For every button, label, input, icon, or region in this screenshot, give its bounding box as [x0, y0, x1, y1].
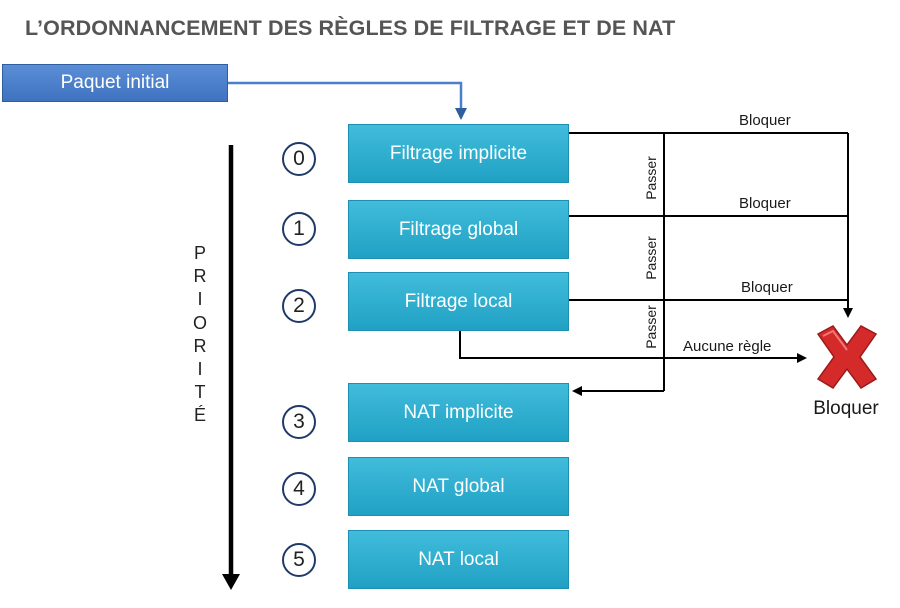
diagram-title: L’ORDONNANCEMENT DES RÈGLES DE FILTRAGE …	[25, 16, 676, 40]
stage-label: NAT local	[418, 548, 499, 570]
priority-letter: I	[197, 289, 203, 310]
step-number-5: 5	[282, 543, 316, 577]
step-number-0: 0	[282, 142, 316, 176]
initial-packet-box: Paquet initial	[2, 64, 228, 102]
no-rule-label: Aucune règle	[683, 338, 772, 355]
block-label-1: Bloquer	[739, 195, 791, 212]
pass-label-0: Passer	[643, 156, 659, 200]
stage-box-0: Filtrage implicite	[348, 124, 569, 183]
step-number-4: 4	[282, 472, 316, 506]
stage-box-5: NAT local	[348, 530, 569, 589]
stage-box-4: NAT global	[348, 457, 569, 516]
no-rule-arrow	[459, 331, 807, 363]
priority-letter: R	[193, 266, 207, 287]
initial-packet-arrow	[228, 81, 467, 120]
stage-box-2: Filtrage local	[348, 272, 569, 331]
stage-label: NAT implicite	[403, 401, 514, 423]
stage-label: NAT global	[412, 475, 505, 497]
stage-box-3: NAT implicite	[348, 383, 569, 442]
priority-letter: R	[193, 335, 207, 356]
pass-label-1: Passer	[643, 236, 659, 280]
stage-box-1: Filtrage global	[348, 200, 569, 259]
final-block-label: Bloquer	[813, 398, 879, 419]
priority-letter: É	[193, 405, 206, 426]
priority-letter: I	[197, 359, 203, 380]
stage-label: Filtrage global	[398, 218, 519, 240]
priority-label: P R I O R I T É	[188, 242, 212, 428]
pass-label-2: Passer	[643, 305, 659, 349]
step-number-2: 2	[282, 289, 316, 323]
priority-letter: T	[194, 382, 206, 403]
block-label-2: Bloquer	[741, 279, 793, 296]
priority-letter: P	[193, 243, 206, 263]
stage-label: Filtrage local	[404, 290, 513, 312]
initial-packet-label: Paquet initial	[60, 72, 170, 93]
red-x-icon	[816, 325, 878, 389]
step-number-3: 3	[282, 405, 316, 439]
step-number-1: 1	[282, 212, 316, 246]
stage-label: Filtrage implicite	[389, 142, 528, 164]
priority-letter: O	[192, 312, 207, 333]
priority-arrow-head	[222, 574, 240, 590]
block-label-0: Bloquer	[739, 112, 791, 129]
